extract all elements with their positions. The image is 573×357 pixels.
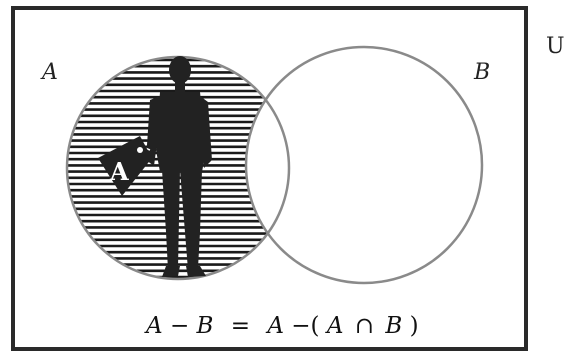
set-difference-formula: A − B = A −( A ∩ B ) <box>144 313 419 339</box>
formula-equals: = <box>231 313 250 339</box>
person-silhouette-icon <box>146 56 212 277</box>
formula-inner-a: A <box>325 313 344 339</box>
formula-close-paren: ) <box>410 313 419 339</box>
formula-intersection: ∩ <box>355 313 374 339</box>
formula-minus: − <box>170 313 189 339</box>
formula-rhs-a: A <box>265 313 284 339</box>
tag-icon <box>98 136 152 196</box>
formula-lhs-b: B <box>196 313 214 339</box>
formula-inner-b: B <box>384 313 402 339</box>
universe-label: U <box>546 34 565 59</box>
formula-minus-open: −( <box>291 313 319 339</box>
set-a-label: A <box>40 60 58 85</box>
tag-label: A <box>109 157 129 186</box>
set-b-label: B <box>473 60 490 85</box>
formula-lhs-a: A <box>144 313 163 339</box>
circle-b <box>244 45 484 285</box>
